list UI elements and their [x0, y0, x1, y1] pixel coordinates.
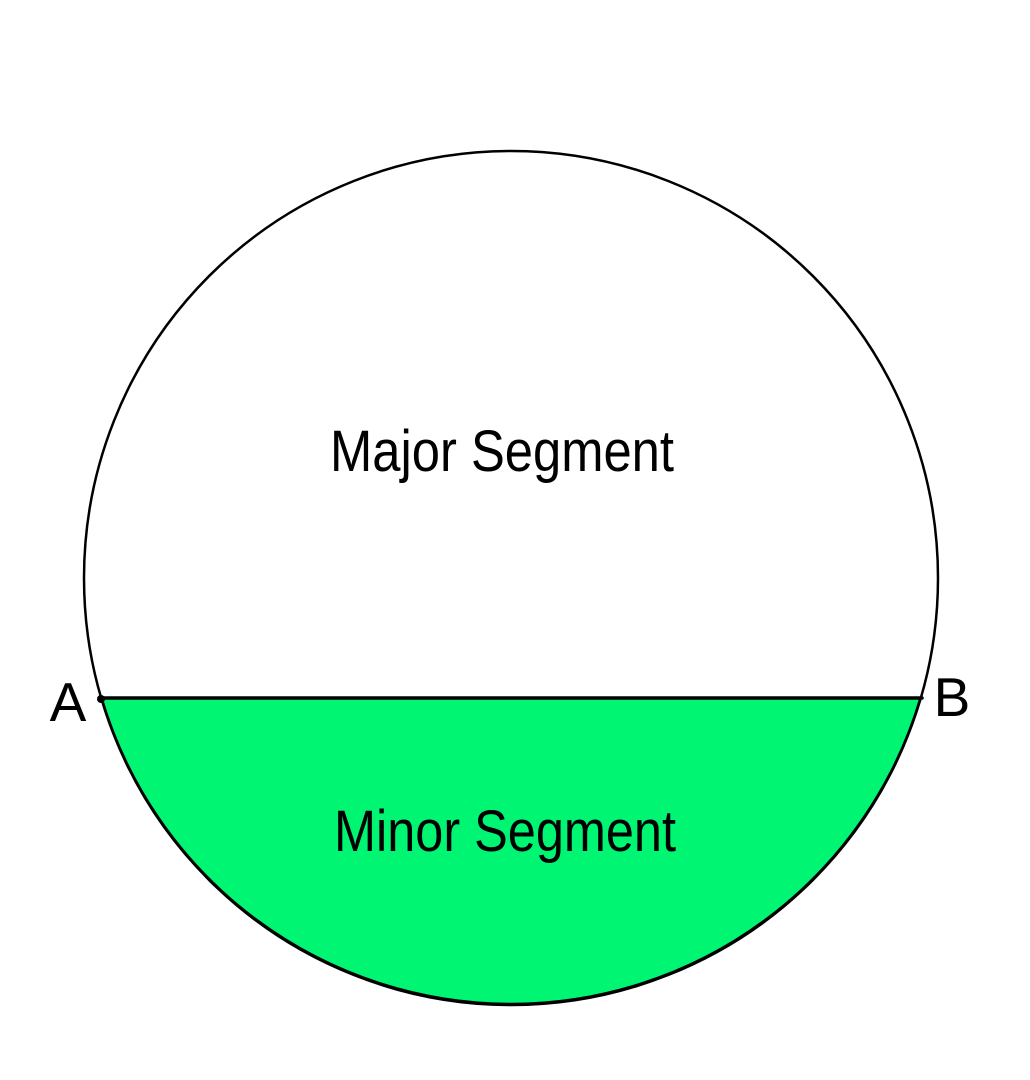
point-a-label: A — [50, 671, 87, 733]
minor-segment-region — [100, 696, 922, 1006]
major-segment-label: Major Segment — [330, 419, 674, 484]
minor-segment-label: Minor Segment — [334, 799, 676, 864]
point-a-dot — [97, 695, 105, 703]
point-b-label: B — [934, 666, 971, 728]
